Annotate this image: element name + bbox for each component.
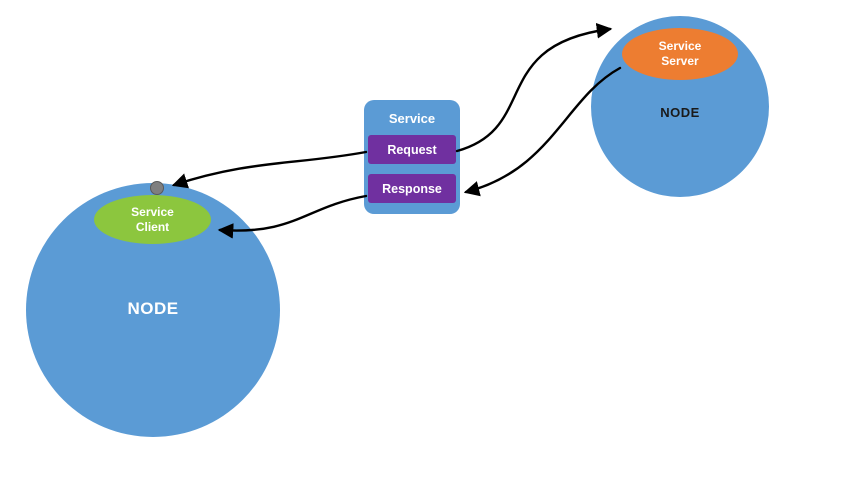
response-label: Response: [382, 181, 442, 196]
service-client-label-line2: Client: [135, 219, 170, 234]
service-client-label: Service Client: [131, 205, 174, 235]
service-client-ellipse: Service Client: [94, 195, 211, 244]
connection-point-dot: [150, 181, 164, 195]
service-box: Service Request Response: [364, 100, 460, 214]
service-server-label-line2: Server: [661, 54, 699, 68]
request-box: Request: [368, 135, 456, 164]
service-client-label-line1: Service: [131, 204, 174, 219]
service-server-label: Service Server: [659, 39, 702, 69]
service-server-ellipse: Service Server: [622, 28, 738, 80]
right-node-label: NODE: [660, 105, 700, 120]
response-box: Response: [368, 174, 456, 203]
service-server-label-line1: Service: [658, 39, 702, 53]
arrow-request-to-client-dot: [171, 150, 368, 189]
service-box-title: Service: [388, 111, 436, 126]
request-label: Request: [387, 142, 437, 157]
left-node-label: NODE: [127, 299, 179, 318]
arrow-request-to-server: [455, 23, 613, 153]
